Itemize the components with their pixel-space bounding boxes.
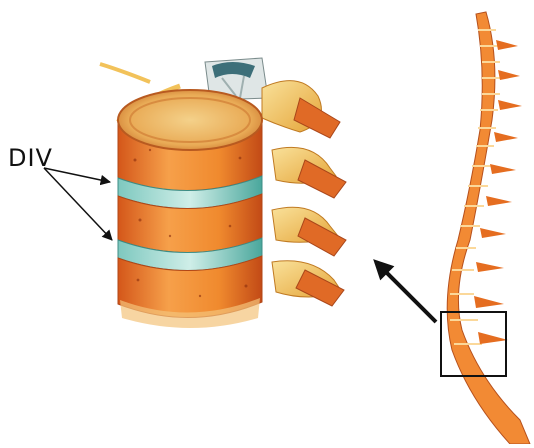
vertebra-closeup — [100, 58, 346, 328]
arrow-to-upper-disc — [44, 168, 110, 182]
full-spine — [447, 12, 530, 444]
div-label: DIV — [8, 144, 53, 172]
div-pointer-arrows — [44, 168, 112, 240]
arrow-icon — [376, 262, 436, 322]
arrow-to-lower-disc — [44, 168, 112, 240]
